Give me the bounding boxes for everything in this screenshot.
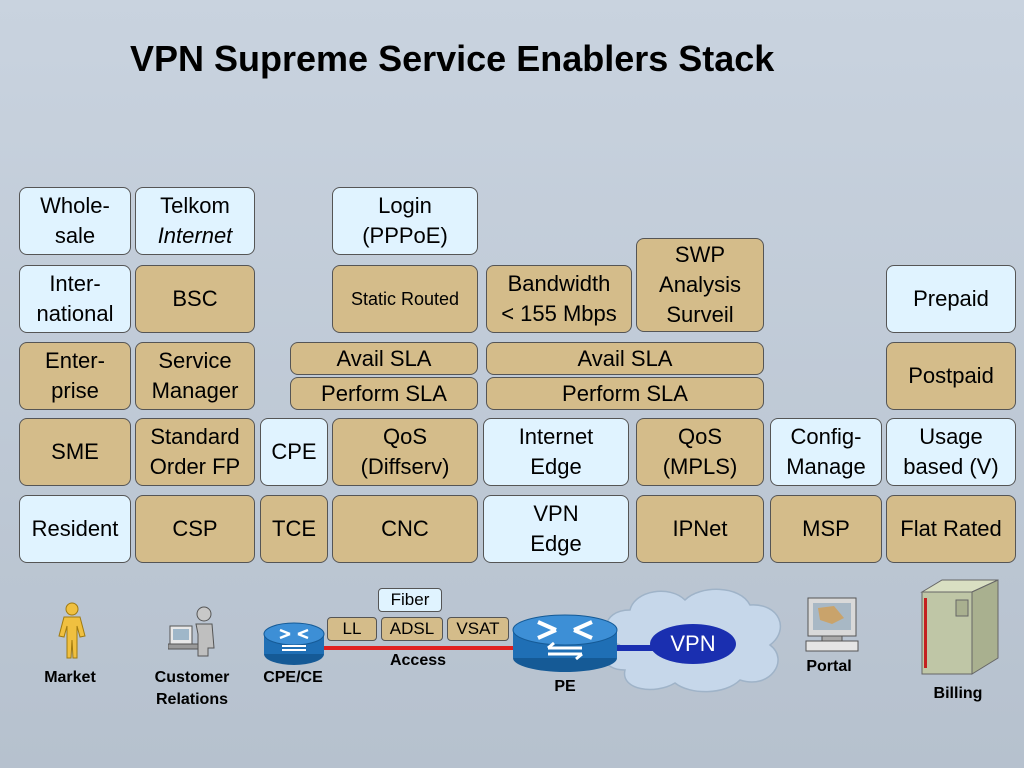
vpn-label: VPN xyxy=(670,631,716,656)
usage-based-box: Usage based (V) xyxy=(886,418,1016,486)
market-label: Market xyxy=(44,669,96,686)
avail-sla-box-2: Avail SLA xyxy=(486,342,764,375)
login-pppoe-box: Login (PPPoE) xyxy=(332,187,478,255)
billing-label: Billing xyxy=(933,685,983,702)
access-label: Access xyxy=(389,652,447,669)
internet-label: Internet xyxy=(157,223,233,248)
pe-label: PE xyxy=(554,678,576,695)
vpn-edge-box: VPN Edge xyxy=(483,495,629,563)
vpn-oval: VPN xyxy=(650,624,736,664)
perform-sla-box-1: Perform SLA xyxy=(290,377,478,410)
ll-tag: LL xyxy=(327,617,377,641)
cpe-ce-label: CPE/CE xyxy=(263,669,323,686)
config-manage-box: Config- Manage xyxy=(770,418,882,486)
portal-monitor-icon xyxy=(805,597,859,652)
customer-relations-label: Customer Relations xyxy=(154,669,230,708)
csp-box: CSP xyxy=(135,495,255,563)
msp-box: MSP xyxy=(770,495,882,563)
perform-sla-box-2: Perform SLA xyxy=(486,377,764,410)
enterprise-box: Enter- prise xyxy=(19,342,131,410)
telkom-internet-box: Telkom Internet xyxy=(135,187,255,255)
vsat-tag: VSAT xyxy=(447,617,509,641)
flat-rated-box: Flat Rated xyxy=(886,495,1016,563)
postpaid-box: Postpaid xyxy=(886,342,1016,410)
tce-box: TCE xyxy=(260,495,328,563)
cnc-box: CNC xyxy=(332,495,478,563)
bsc-box: BSC xyxy=(135,265,255,333)
avail-sla-box-1: Avail SLA xyxy=(290,342,478,375)
wholesale-box: Whole- sale xyxy=(19,187,131,255)
bandwidth-box: Bandwidth < 155 Mbps xyxy=(486,265,632,333)
ipnet-box: IPNet xyxy=(636,495,764,563)
standard-order-box: Standard Order FP xyxy=(135,418,255,486)
cpe-box: CPE xyxy=(260,418,328,486)
service-manager-box: Service Manager xyxy=(135,342,255,410)
market-person-icon xyxy=(58,602,86,659)
access-line xyxy=(300,646,540,650)
fiber-tag: Fiber xyxy=(378,588,442,612)
cpe-router-icon xyxy=(263,622,325,665)
resident-box: Resident xyxy=(19,495,131,563)
qos-diffserv-box: QoS (Diffserv) xyxy=(332,418,478,486)
static-routed-box: Static Routed xyxy=(332,265,478,333)
page-title: VPN Supreme Service Enablers Stack xyxy=(130,38,775,79)
customer-relations-icon xyxy=(168,606,215,657)
qos-mpls-box: QoS (MPLS) xyxy=(636,418,764,486)
telkom-label: Telkom xyxy=(160,193,230,218)
international-box: Inter- national xyxy=(19,265,131,333)
swp-analysis-box: SWP Analysis Surveil xyxy=(636,238,764,332)
billing-server-icon xyxy=(920,579,999,675)
portal-label: Portal xyxy=(806,658,852,675)
sme-box: SME xyxy=(19,418,131,486)
adsl-tag: ADSL xyxy=(381,617,443,641)
prepaid-box: Prepaid xyxy=(886,265,1016,333)
internet-edge-box: Internet Edge xyxy=(483,418,629,486)
pe-router-icon xyxy=(512,614,618,672)
pe-vpn-link xyxy=(615,645,655,651)
